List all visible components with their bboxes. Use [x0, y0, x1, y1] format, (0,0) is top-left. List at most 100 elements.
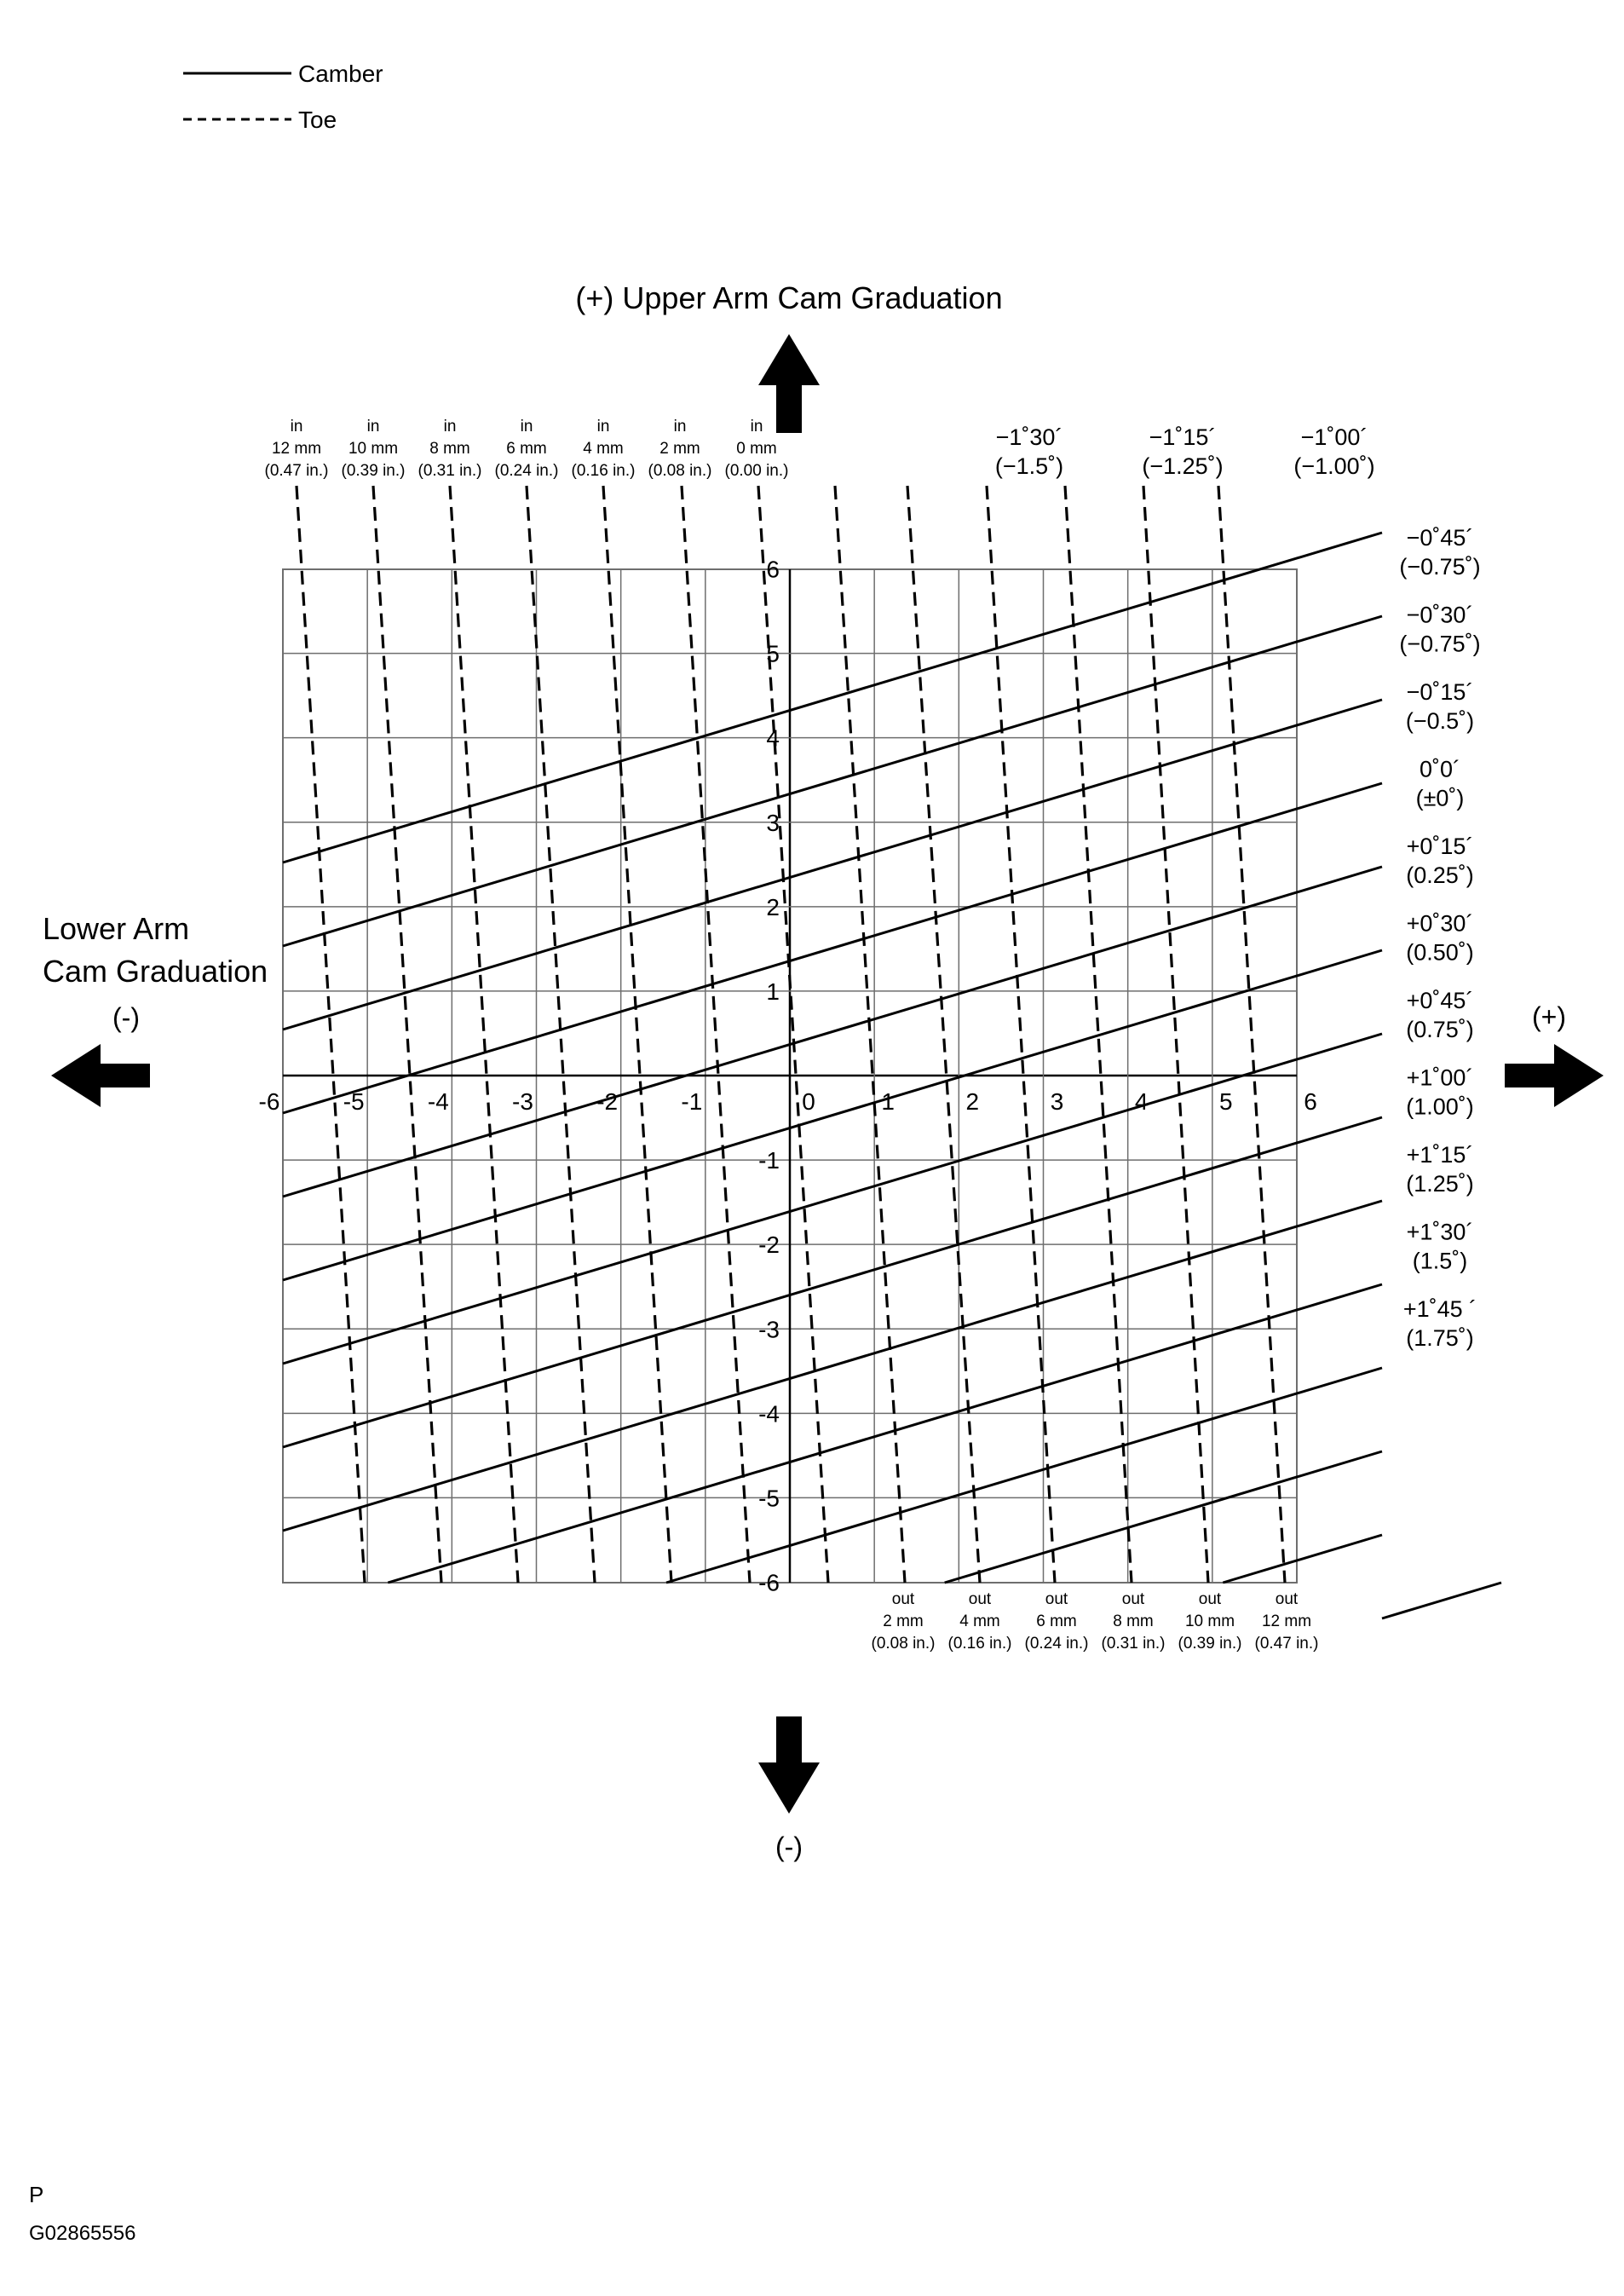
y-tick-label: -2	[758, 1232, 780, 1258]
x-tick-label: -3	[512, 1088, 533, 1115]
footer-code-id: G02865556	[29, 2222, 135, 2245]
y-tick-label: -5	[758, 1485, 780, 1511]
toe-in-mm: 10 mm	[348, 440, 398, 458]
toe-in-inch: (0.47 in.)	[265, 462, 329, 480]
camber-right-dec: (0.25˚)	[1406, 862, 1474, 888]
camber-line	[282, 782, 1383, 1115]
camber-right-dec: (1.25˚)	[1406, 1171, 1474, 1197]
toe-in-dir: in	[751, 418, 763, 436]
grid	[282, 568, 1298, 1584]
camber-line	[282, 1032, 1383, 1365]
toe-in-inch: (0.16 in.)	[572, 462, 636, 480]
legend-camber-label: Camber	[298, 61, 383, 87]
toe-line	[906, 485, 982, 1584]
camber-right-deg: 0˚0´	[1420, 757, 1460, 782]
x-tick-label: -1	[681, 1088, 702, 1115]
toe-out-dir: out	[1199, 1590, 1222, 1608]
toe-line	[295, 485, 366, 1584]
arrow-up-icon	[758, 334, 820, 433]
camber-right-deg: +1˚30´	[1407, 1220, 1474, 1245]
toe-lines	[295, 485, 1287, 1584]
arrow-left-icon	[51, 1044, 150, 1107]
toe-in-inch: (0.39 in.)	[342, 462, 406, 480]
camber-top-dec: (−1.25˚)	[1142, 453, 1223, 479]
toe-line	[1217, 485, 1287, 1584]
toe-in-mm: 4 mm	[583, 440, 624, 458]
toe-out-inch: (0.08 in.)	[872, 1635, 936, 1653]
camber-right-dec: (±0˚)	[1416, 786, 1465, 811]
toe-in-mm: 8 mm	[429, 440, 470, 458]
toe-in-dir: in	[521, 418, 533, 436]
y-tick-label: 5	[766, 641, 780, 667]
toe-in-dir: in	[291, 418, 303, 436]
toe-line	[525, 485, 596, 1584]
toe-out-dir: out	[969, 1590, 992, 1608]
toe-out-dir: out	[1045, 1590, 1068, 1608]
camber-line	[282, 1199, 1383, 1532]
x-tick-label: 0	[802, 1088, 815, 1115]
toe-out-dir: out	[1276, 1590, 1299, 1608]
footer-code-p: P	[29, 2182, 43, 2207]
toe-out-mm: 8 mm	[1113, 1612, 1154, 1630]
camber-top-dec: (−1.5˚)	[995, 453, 1063, 479]
y-tick-label: 6	[766, 557, 780, 583]
camber-top-deg: −1˚30´	[996, 424, 1063, 450]
left-sign: (-)	[112, 1002, 140, 1033]
camber-line	[282, 949, 1383, 1282]
camber-top-deg: −1˚00´	[1301, 424, 1368, 450]
toe-line	[985, 485, 1057, 1584]
camber-right-deg: −0˚15´	[1407, 679, 1474, 705]
camber-line	[282, 531, 1383, 864]
upper-arm-cam-label: (+) Upper Arm Cam Graduation	[575, 280, 1002, 315]
x-tick-label: 6	[1304, 1088, 1317, 1115]
camber-right-dec: (1.5˚)	[1413, 1249, 1468, 1274]
toe-line	[371, 485, 443, 1584]
toe-in-mm: 2 mm	[659, 440, 700, 458]
camber-line	[387, 1283, 1383, 1584]
camber-right-dec: (−0.75˚)	[1399, 554, 1480, 580]
camber-top-labels: −1˚30´(−1.5˚)−1˚15´(−1.25˚)−1˚00´(−1.00˚…	[995, 424, 1375, 479]
camber-right-dec: (−0.75˚)	[1399, 632, 1480, 657]
toe-in-dir: in	[367, 418, 380, 436]
toe-out-mm: 6 mm	[1036, 1612, 1077, 1630]
x-tick-label: 3	[1051, 1088, 1064, 1115]
toe-line	[833, 485, 907, 1584]
camber-line	[282, 698, 1383, 1031]
camber-right-dec: (1.00˚)	[1406, 1094, 1474, 1120]
camber-top-dec: (−1.00˚)	[1293, 453, 1374, 479]
y-tick-label: 3	[766, 810, 780, 836]
camber-right-dec: (1.75˚)	[1406, 1325, 1474, 1351]
y-tick-label: -3	[758, 1316, 780, 1342]
y-tick-label: -4	[758, 1400, 780, 1427]
toe-out-dir: out	[892, 1590, 915, 1608]
toe-in-dir: in	[674, 418, 687, 436]
legend: Camber Toe	[183, 61, 383, 133]
camber-lines	[282, 531, 1502, 1620]
camber-right-deg: −0˚30´	[1407, 603, 1474, 628]
toe-out-inch: (0.31 in.)	[1102, 1635, 1166, 1653]
y-tick-label: -6	[758, 1570, 780, 1596]
x-tick-label: -4	[428, 1088, 449, 1115]
legend-toe-label: Toe	[298, 107, 337, 133]
x-tick-label: -6	[259, 1088, 280, 1115]
x-tick-label: 2	[966, 1088, 980, 1115]
camber-right-dec: (0.75˚)	[1406, 1017, 1474, 1042]
toe-line	[1063, 485, 1133, 1584]
toe-line	[757, 485, 830, 1584]
toe-out-mm: 4 mm	[959, 1612, 1000, 1630]
camber-line	[282, 614, 1383, 948]
camber-right-deg: +0˚45´	[1407, 988, 1474, 1013]
camber-line	[1222, 1533, 1383, 1584]
y-tick-label: 1	[766, 978, 780, 1005]
toe-out-mm: 2 mm	[883, 1612, 924, 1630]
camber-line	[944, 1450, 1383, 1584]
toe-in-dir: in	[597, 418, 610, 436]
x-tick-label: 5	[1219, 1088, 1233, 1115]
camber-right-labels: −0˚45´(−0.75˚)−0˚30´(−0.75˚)−0˚15´(−0.5˚…	[1399, 525, 1480, 1351]
x-tick-label: -5	[343, 1088, 365, 1115]
toe-line	[1142, 485, 1210, 1584]
camber-right-deg: +0˚30´	[1407, 911, 1474, 937]
toe-in-mm: 0 mm	[736, 440, 777, 458]
